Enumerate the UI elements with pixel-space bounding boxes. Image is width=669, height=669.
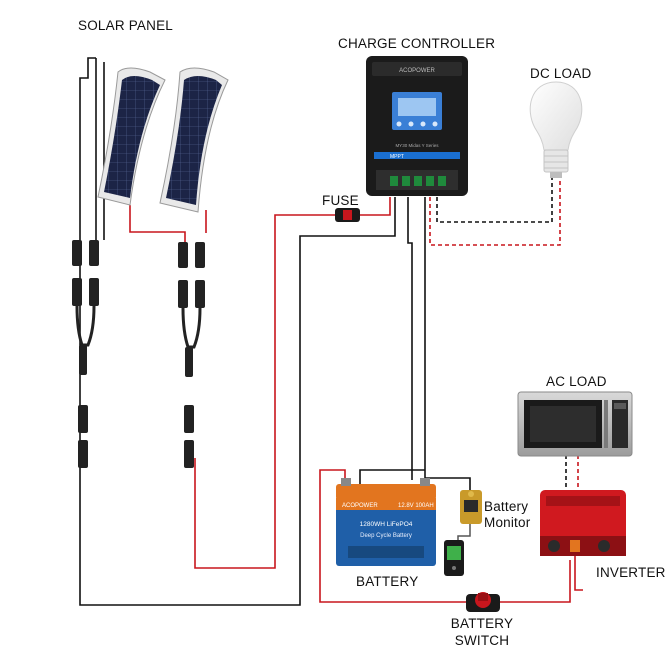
ac-load-label: AC LOAD — [546, 374, 607, 389]
switch-to-inverter-wire — [498, 560, 571, 603]
inverter-positive-link — [574, 555, 583, 591]
controller-series-text: MY30 Midas Y Series — [395, 143, 439, 148]
battery-monitor-label-line1: Battery — [484, 499, 529, 514]
battery-monitor-label-line2: Monitor — [484, 515, 531, 530]
dc-load-label: DC LOAD — [530, 66, 592, 81]
controller-type-text: MPPT — [390, 154, 404, 160]
controller-brand-text: ACOPOWER — [399, 68, 435, 74]
solar-panel-2 — [159, 67, 229, 213]
negative-wires — [79, 57, 471, 606]
fuse-label: FUSE — [322, 193, 359, 208]
fuse-to-controller-wire — [360, 197, 391, 216]
panel1-positive-wire — [129, 205, 186, 245]
inverter-label: INVERTER — [596, 565, 666, 580]
battery-switch-label-line1: BATTERY — [450, 616, 514, 631]
battery-type-text: Deep Cycle Battery — [360, 533, 412, 539]
battery-energy-text: 1280WH LiFePO4 — [360, 521, 413, 528]
solar-panel-1 — [97, 67, 166, 206]
positive-wires — [129, 197, 583, 603]
battery-spec-text: 12.8V 100AH — [398, 503, 434, 509]
ac-load-microwave — [517, 391, 633, 457]
fuse — [335, 208, 360, 222]
controller-to-battery-negative — [407, 197, 413, 480]
battery-negative-link — [359, 469, 425, 484]
battery-brand-text: ACOPOWER — [342, 503, 378, 509]
dc-load-wires — [429, 178, 561, 246]
battery-monitor — [444, 490, 482, 576]
ac-load-wires — [565, 455, 579, 490]
negative-main-wire — [79, 57, 396, 606]
battery-switch — [466, 592, 500, 612]
battery-switch-label-line2: SWITCH — [454, 633, 510, 648]
mc4-connectors-right — [178, 242, 205, 468]
battery-label: BATTERY — [356, 574, 419, 589]
inverter — [540, 490, 626, 556]
monitor-negative-link — [425, 477, 471, 492]
charge-controller: ACOPOWER MY30 Midas Y Series MPPT — [366, 56, 468, 196]
dc-load-bulb — [529, 81, 583, 178]
solar-panel-label: SOLAR PANEL — [78, 18, 173, 33]
array-positive-wire — [194, 214, 335, 569]
battery: ACOPOWER 12.8V 100AH 1280WH LiFePO4 Deep… — [336, 478, 436, 566]
battery-positive-wire — [319, 469, 470, 603]
mc4-connectors-left — [72, 240, 99, 468]
charge-controller-label: CHARGE CONTROLLER — [338, 36, 496, 51]
